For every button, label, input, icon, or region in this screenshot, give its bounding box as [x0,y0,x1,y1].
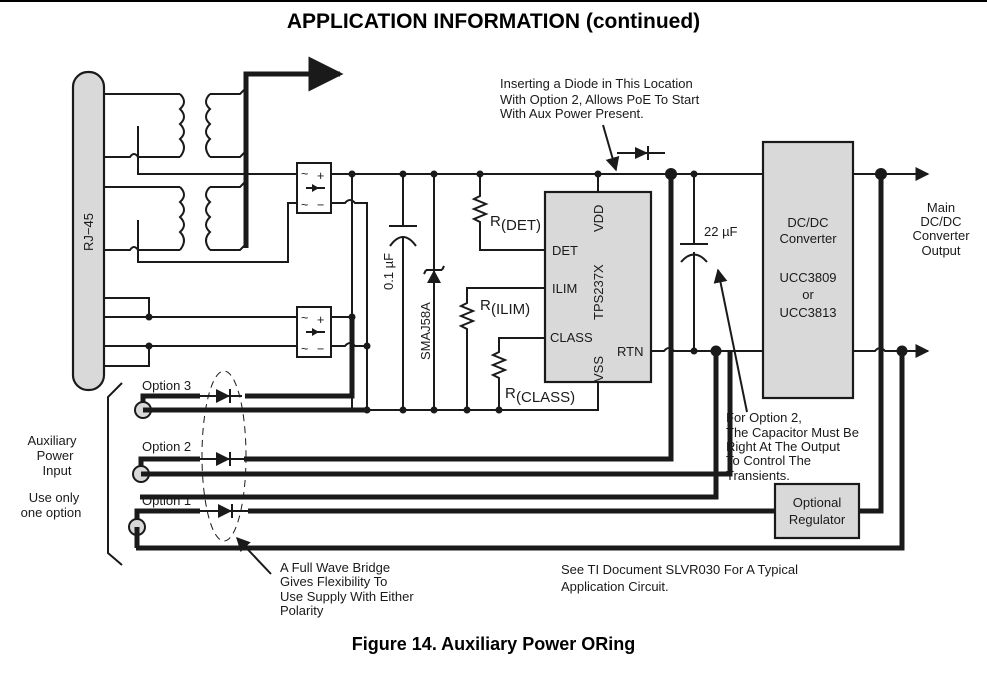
svg-text:(ILIM): (ILIM) [491,301,530,318]
svg-text:With Option 2, Allows PoE To S: With Option 2, Allows PoE To Start [500,92,700,107]
svg-text:Option 1: Option 1 [142,493,191,508]
output-capacitor: 22 µF [680,170,738,351]
svg-text:R: R [490,213,501,230]
pin-vdd: VDD [591,205,606,232]
svg-text:Option 2: Option 2 [142,439,191,454]
svg-text:Optional: Optional [793,495,842,510]
svg-text:Use only: Use only [29,490,80,505]
svg-text:Right At The Output: Right At The Output [726,439,840,454]
svg-text:Output: Output [921,243,960,258]
svg-text:+: + [317,313,324,327]
svg-text:~: ~ [301,167,308,181]
svg-text:See TI Document SLVR030 For A: See TI Document SLVR030 For A Typical [561,562,798,577]
capacitor-note: For Option 2, The Capacitor Must Be Righ… [713,268,859,483]
svg-text:Polarity: Polarity [280,603,324,618]
svg-text:−: − [317,198,324,212]
svg-text:Use Supply With Either: Use Supply With Either [280,589,414,604]
dcdc-converter: DC/DC Converter UCC3809 or UCC3813 [761,140,855,400]
rj45-connector: RJ−45 [71,70,106,392]
svg-text:UCC3809: UCC3809 [779,270,836,285]
main-output-label: Main DC/DC Converter Output [912,200,970,258]
aux-bracket [107,382,123,566]
svg-text:Converter: Converter [779,231,837,246]
svg-text:22 µF: 22 µF [704,224,738,239]
svg-text:Transients.: Transients. [726,468,790,483]
reference-note: See TI Document SLVR030 For A Typical Ap… [561,562,798,594]
svg-text:~: ~ [301,311,308,325]
svg-text:one option: one option [21,505,82,520]
svg-text:Power: Power [37,448,75,463]
svg-text:Main: Main [927,200,955,215]
svg-text:~: ~ [301,342,308,356]
svg-text:Converter: Converter [912,228,970,243]
svg-text:or: or [802,287,814,302]
svg-text:R: R [505,385,516,402]
resistor-ilim: R (ILIM) [458,287,545,414]
svg-text:To Control The: To Control The [726,453,811,468]
pin-ilim: ILIM [552,281,577,296]
svg-text:With Aux Power Present.: With Aux Power Present. [500,106,644,121]
svg-text:Auxiliary: Auxiliary [27,433,77,448]
bridge-rectifier-2: ~ + ~ − [296,306,332,358]
section-header: APPLICATION INFORMATION (continued) [286,10,701,33]
center-tap-bus [243,56,344,248]
svg-text:−: − [317,342,324,356]
ic-part-number: TPS237X [591,264,606,320]
aux-option-1: Option 1 [128,493,775,548]
svg-text:Inserting a Diode in This Loca: Inserting a Diode in This Location [500,76,693,91]
svg-text:Application Circuit.: Application Circuit. [561,579,669,594]
transformer-1 [104,87,247,175]
svg-text:~: ~ [301,198,308,212]
tps237x-ic: DET ILIM CLASS RTN VDD VSS TPS237X [543,170,653,384]
pin-rtn: RTN [617,344,643,359]
diode-note: Inserting a Diode in This Location With … [500,76,700,172]
pin-det: DET [552,243,578,258]
svg-text:0.1 µF: 0.1 µF [381,253,396,290]
svg-text:R: R [480,297,491,314]
aux-option-3: Option 3 [134,317,371,419]
svg-text:SMAJ58A: SMAJ58A [418,302,433,360]
figure-caption: Figure 14. Auxiliary Power ORing [351,634,636,654]
svg-text:Input: Input [43,463,72,478]
tvs-diode: SMAJ58A [418,170,445,414]
resistor-det: R (DET) [471,170,545,251]
resistor-class: R (CLASS) [490,337,575,414]
svg-text:For Option 2,: For Option 2, [726,410,802,425]
aux-option-2: Option 2 [132,351,733,483]
aux-power-label: Auxiliary Power Input Use only one optio… [21,433,82,520]
svg-text:Option 3: Option 3 [142,378,191,393]
optional-series-diode [617,146,665,160]
bridge-note: A Full Wave Bridge Gives Flexibility To … [236,536,414,618]
svg-text:UCC3813: UCC3813 [779,305,836,320]
rj45-label: RJ−45 [81,213,96,251]
pin-vss: VSS [591,356,606,382]
svg-text:(DET): (DET) [501,217,541,234]
svg-text:DC/DC: DC/DC [920,214,961,229]
full-wave-bridge-marker [201,370,247,542]
svg-text:A Full Wave Bridge: A Full Wave Bridge [280,560,390,575]
svg-text:The Capacitor Must Be: The Capacitor Must Be [726,425,859,440]
svg-text:DC/DC: DC/DC [787,215,828,230]
bridge-rectifier-1: ~ + ~ − [296,162,332,214]
svg-text:Gives Flexibility To: Gives Flexibility To [280,574,387,589]
page-top-rule [0,0,987,2]
input-capacitor: 0.1 µF [381,170,417,414]
optional-regulator: Optional Regulator [773,482,861,540]
svg-text:+: + [317,169,324,183]
svg-text:Regulator: Regulator [789,512,846,527]
transformer-2 [104,180,298,263]
pin-class: CLASS [550,330,593,345]
svg-text:(CLASS): (CLASS) [516,389,575,406]
